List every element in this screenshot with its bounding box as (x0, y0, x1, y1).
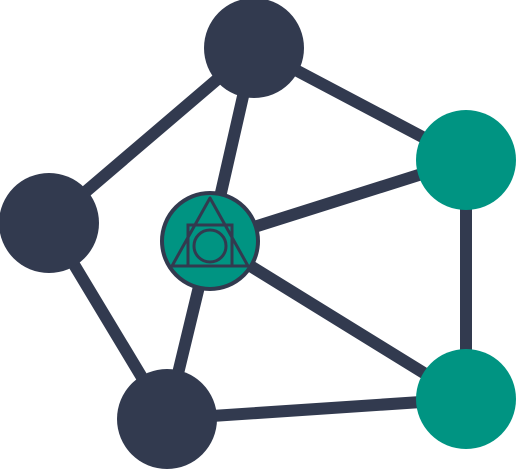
node-bottom-left-circle (117, 369, 217, 469)
inner-circle-shape (192, 228, 228, 264)
square-shape (186, 223, 234, 268)
triangle-square-circle-icon (170, 196, 250, 268)
node-left-circle (0, 173, 99, 273)
node-bottom-left (117, 369, 217, 469)
edge-node-center-node-right-lower (204, 235, 472, 405)
node-top (204, 0, 304, 98)
node-top-circle (204, 0, 304, 98)
node-right-lower-circle (416, 349, 516, 449)
node-left (0, 173, 99, 273)
node-center (160, 191, 260, 291)
node-right-lower (416, 349, 516, 449)
node-right-upper-circle (416, 110, 516, 210)
node-right-upper (416, 110, 516, 210)
node-center-circle (160, 191, 260, 291)
